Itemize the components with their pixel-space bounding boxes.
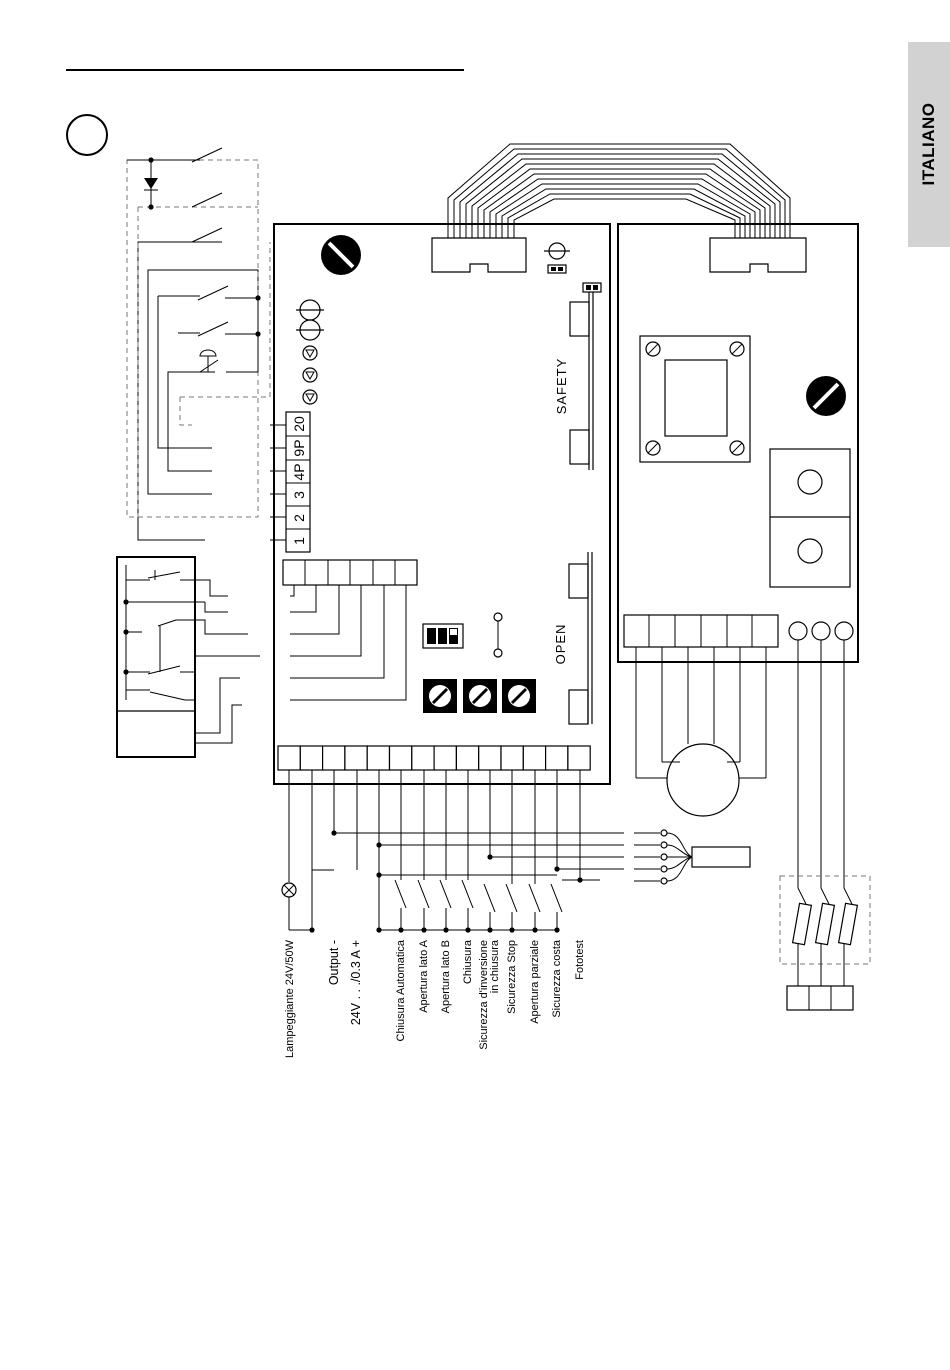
jumper: [583, 283, 601, 292]
trimmer-row: [423, 679, 536, 713]
terminal-slot: [323, 746, 345, 770]
terminal-slot: [523, 746, 545, 770]
terminal-slot: [546, 746, 568, 770]
pin-wires: [138, 242, 286, 540]
terminal-label: Fototest: [574, 940, 586, 980]
aux-terminal-strip: [283, 560, 417, 700]
terminal-slot: [479, 746, 501, 770]
open-label: OPEN: [553, 624, 568, 665]
pin-label: 1: [291, 537, 307, 545]
trimmer-screw: [321, 235, 361, 275]
terminal-slot: [501, 746, 523, 770]
relay-block: [770, 449, 850, 587]
photocell-sensor: [634, 830, 750, 884]
jumper-pins: [494, 613, 502, 657]
terminal-label: Apertura parziale: [529, 940, 541, 1024]
terminal-slot: [300, 746, 322, 770]
pin-label: 9P: [291, 439, 307, 456]
terminal-wires: [282, 770, 624, 933]
fuse-icon: [296, 300, 324, 340]
ribbon-connector-secondary: [710, 238, 806, 272]
pin-terminal-block: [286, 412, 310, 552]
jumper: [548, 265, 566, 273]
key-selector-unit: [117, 557, 260, 757]
pin-label: 20: [291, 416, 307, 432]
pin-label: 4P: [291, 463, 307, 480]
ribbon-connector-main: [432, 238, 526, 272]
safety-label: SAFETY: [554, 358, 569, 415]
dip-switch: [423, 624, 463, 648]
motor: [636, 647, 766, 816]
terminal-label: Apertura lato A: [418, 939, 430, 1012]
mains-supply: [780, 640, 870, 1010]
terminal-slot: [390, 746, 412, 770]
terminal-label: Apertura lato B: [440, 940, 452, 1013]
terminal-label: Output -: [327, 940, 341, 985]
terminal-label: Sicurezza Stop: [506, 940, 518, 1014]
open-connector: [569, 552, 592, 724]
trimmer-screw: [806, 376, 846, 416]
terminal-slot: [367, 746, 389, 770]
power-terminal-strip: [624, 615, 853, 647]
terminal-label: Chiusura Automatica: [395, 939, 407, 1041]
fuse-icon: [544, 243, 570, 259]
terminal-slot: [345, 746, 367, 770]
terminal-label: Sicurezza costa: [551, 939, 563, 1018]
pin-label: 3: [291, 491, 307, 499]
terminal-label: in chiusura: [489, 939, 501, 993]
led-indicators: [303, 346, 317, 404]
terminal-slot: [278, 746, 300, 770]
terminal-slot: [412, 746, 434, 770]
terminal-label: Chiusura: [462, 939, 474, 984]
terminal-slot: [434, 746, 456, 770]
terminal-slot: [568, 746, 590, 770]
transformer: [640, 336, 750, 462]
pin-label: 2: [291, 514, 307, 522]
bottom-terminal-block: [278, 746, 590, 770]
safety-connector: [570, 292, 593, 470]
terminal-slot: [456, 746, 478, 770]
secondary-board: [618, 224, 858, 662]
terminal-label: Lampeggiante 24V/50W: [284, 939, 296, 1058]
terminal-label: 24V . . ./0.3 A +: [349, 940, 363, 1025]
